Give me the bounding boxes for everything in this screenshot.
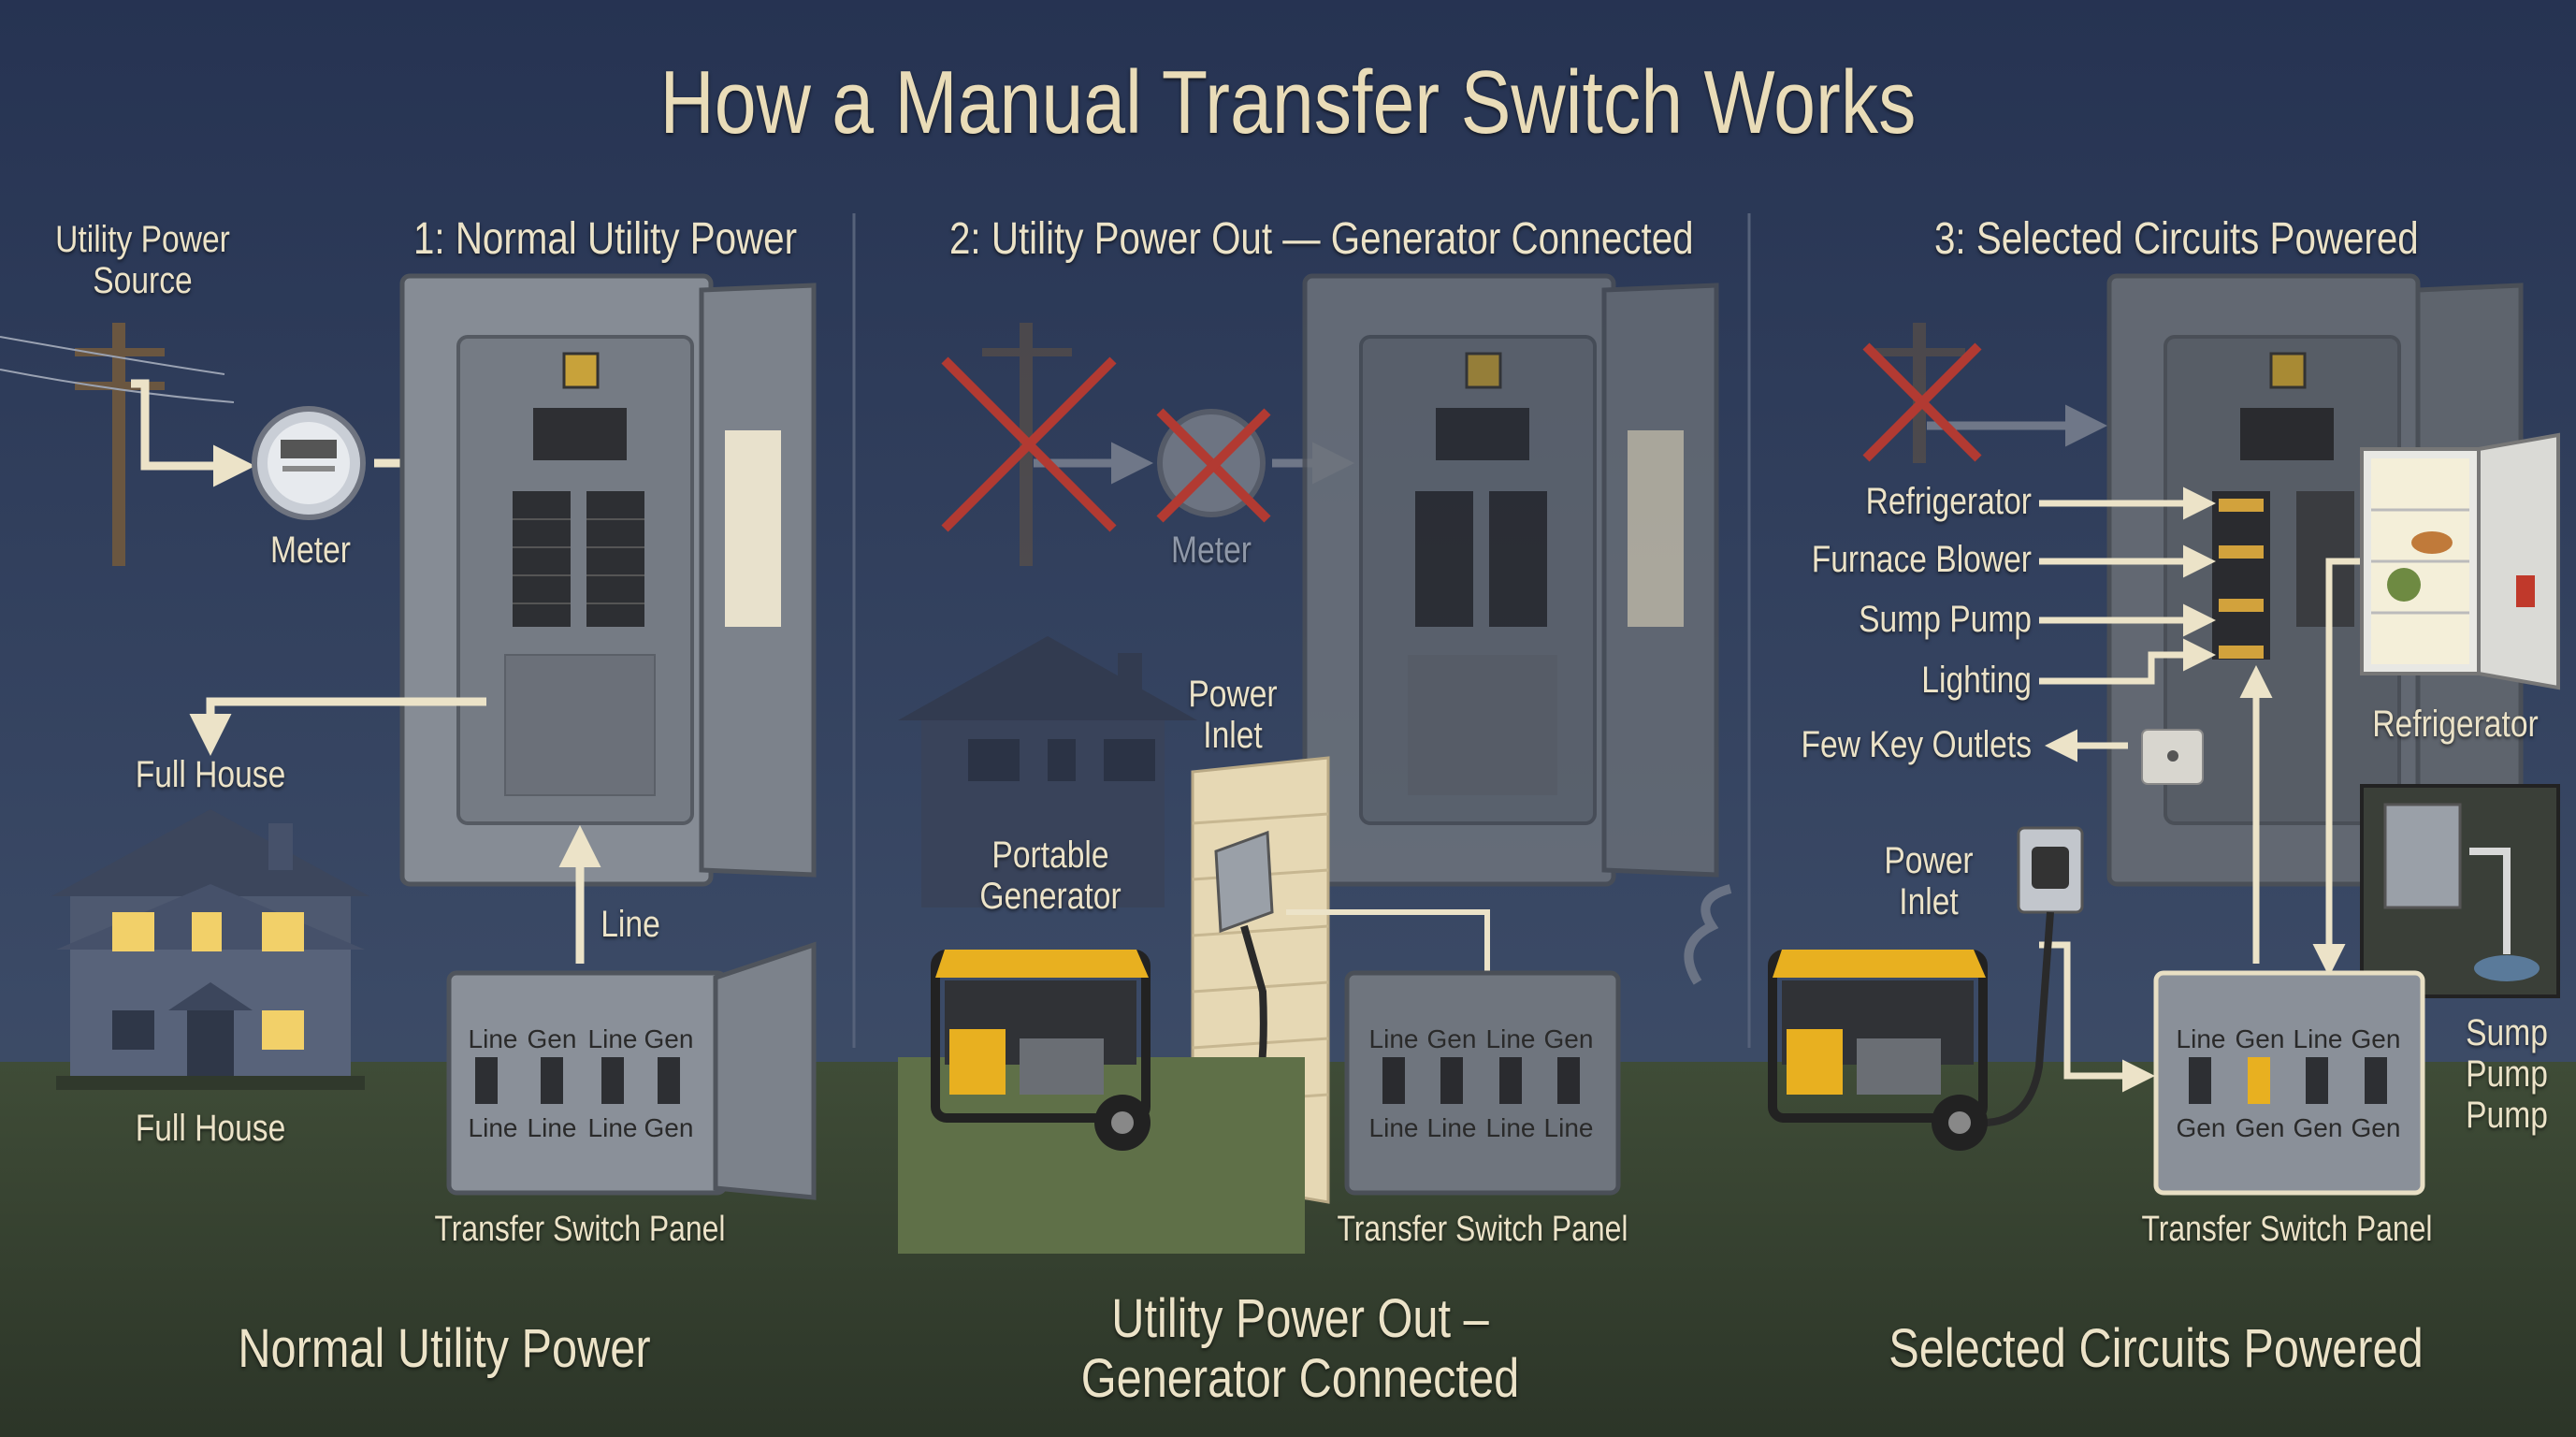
pole-to-meter-arrow <box>131 379 255 487</box>
transfer-switch-panel-1 <box>446 941 817 1200</box>
panel-to-house-arrow <box>189 697 486 756</box>
switch-2-top-2: Gen <box>1426 1024 1477 1053</box>
outlet-icon <box>2141 729 2204 785</box>
full-house-label-bottom: Full House <box>135 1108 286 1149</box>
transfer-switch-panel-3 <box>2153 970 2425 1196</box>
switch-2-top-1: Line <box>1368 1024 1419 1053</box>
utility-pole-1 <box>0 323 235 566</box>
switch-3-top-1: Line <box>2176 1024 2226 1053</box>
circuit-label-lighting: Lighting <box>1921 660 2032 701</box>
switch-1-top-1: Line <box>468 1024 518 1053</box>
switch-2-bottom-4: Line <box>1543 1113 1594 1142</box>
page-title: How a Manual Transfer Switch Works <box>659 52 1917 152</box>
portable-generator-label: Portable Generator <box>979 835 1122 917</box>
circuit-label-furnace-blower: Furnace Blower <box>1811 539 2032 580</box>
circuit-label-refrigerator: Refrigerator <box>1865 481 2032 522</box>
power-inlet-box-3 <box>2017 826 2084 914</box>
transfer-switch-label-3: Transfer Switch Panel <box>2141 1210 2433 1249</box>
smoke-puff <box>1684 884 1732 985</box>
switch-2-top-4: Gen <box>1543 1024 1594 1053</box>
sump-pump-label: Sump Pump Pump <box>2466 1012 2548 1136</box>
generator-cord-3 <box>1982 911 2054 1126</box>
transfer-switch-label-2: Transfer Switch Panel <box>1337 1210 1628 1249</box>
meter-label-2: Meter <box>1171 530 1252 571</box>
power-inlet-label-3: Power Inlet <box>1884 840 1974 922</box>
line-label: Line <box>601 904 660 945</box>
circuit-label-key-outlets: Few Key Outlets <box>1801 724 2032 765</box>
panel-3-heading: 3: Selected Circuits Powered <box>1934 214 2419 264</box>
power-inlet-box-2 <box>1214 830 1274 934</box>
switch-3-bottom-1: Gen <box>2176 1113 2226 1142</box>
switch-3-bottom-3: Gen <box>2293 1113 2343 1142</box>
switch-1-top-3: Line <box>587 1024 638 1053</box>
switch-3-top-3: Line <box>2293 1024 2343 1053</box>
switch-1-bottom-1: Line <box>468 1113 518 1142</box>
portable-generator-2 <box>931 950 1151 1151</box>
red-x-pole <box>941 356 1117 532</box>
switch-3-bottom-2: Gen <box>2235 1113 2285 1142</box>
switch-3-bottom-4: Gen <box>2351 1113 2401 1142</box>
switch-2-bottom-3: Line <box>1485 1113 1536 1142</box>
electric-meter-1 <box>252 406 366 520</box>
switch-3-top-4: Gen <box>2351 1024 2401 1053</box>
transfer-switch-panel-2 <box>1344 970 1621 1196</box>
panel-2-heading: 2: Utility Power Out — Generator Connect… <box>949 214 1694 264</box>
breaker-panel-1 <box>399 273 817 887</box>
switch-3-top-2: Gen <box>2235 1024 2285 1053</box>
circuit-label-sump-pump: Sump Pump <box>1859 599 2032 640</box>
sump-pump-illustration <box>2360 784 2560 998</box>
portable-generator-3 <box>1768 950 1988 1151</box>
switch-1-top-4: Gen <box>644 1024 694 1053</box>
power-inlet-label-2: Power Inlet <box>1188 674 1278 756</box>
breaker-panel-2 <box>1302 273 1719 887</box>
panel-3-footer: Selected Circuits Powered <box>1889 1318 2424 1379</box>
panel-1-heading: 1: Normal Utility Power <box>412 214 797 264</box>
utility-source-text: Utility Power Source <box>55 219 230 301</box>
meter-label-1: Meter <box>270 530 351 571</box>
circuit-arrows <box>2039 486 2371 1093</box>
full-house-label-top: Full House <box>135 754 286 795</box>
switch-2-top-3: Line <box>1485 1024 1536 1053</box>
dark-house-2 <box>898 636 1197 907</box>
switch-1-bottom-2: Line <box>527 1113 577 1142</box>
switch-1-bottom-4: Gen <box>644 1113 694 1142</box>
panel-2-footer: Utility Power Out – Generator Connected <box>1080 1288 1520 1409</box>
switch-2-bottom-1: Line <box>1368 1113 1419 1142</box>
lit-house-1 <box>51 809 369 1090</box>
switch-1-top-2: Gen <box>527 1024 577 1053</box>
switch-2-bottom-2: Line <box>1426 1113 1477 1142</box>
panel-1-footer: Normal Utility Power <box>238 1318 651 1379</box>
red-x-meter <box>1156 408 1271 523</box>
refrigerator-label: Refrigerator <box>2372 704 2539 745</box>
inlet-to-switch-line-2 <box>1286 909 1490 973</box>
refrigerator-illustration <box>2360 432 2560 690</box>
red-x-pole-3 <box>1862 342 1982 462</box>
utility-source-label: Utility Power Source <box>22 219 262 301</box>
switch-1-bottom-3: Line <box>587 1113 638 1142</box>
transfer-switch-label-1: Transfer Switch Panel <box>434 1210 726 1249</box>
